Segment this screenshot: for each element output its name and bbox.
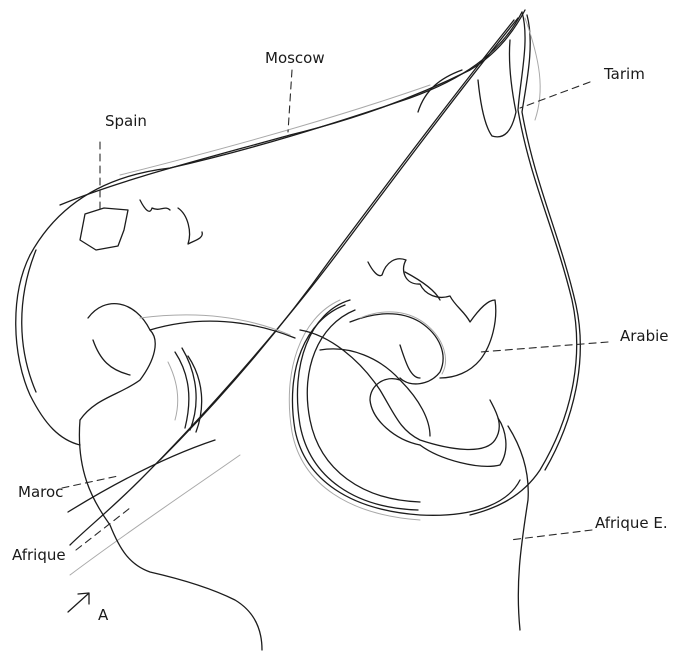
label-moscow: Moscow (265, 49, 325, 67)
label-arabie: Arabie (620, 327, 669, 345)
label-maroc: Maroc (18, 483, 63, 501)
label-spain: Spain (105, 112, 147, 130)
labels: Moscow Tarim Spain Arabie Maroc Afrique … (12, 49, 669, 624)
east-swirl (289, 259, 528, 630)
label-afrique: Afrique (12, 546, 66, 564)
label-tarim: Tarim (603, 65, 645, 83)
label-a: A (98, 606, 109, 624)
label-afrique-e: Afrique E. (595, 514, 668, 532)
leader-tarim (520, 82, 590, 108)
leader-maroc (62, 476, 118, 488)
spain-block (80, 200, 202, 250)
arrow-a (68, 593, 89, 612)
leader-arabie (480, 342, 608, 352)
leader-moscow (288, 70, 292, 132)
